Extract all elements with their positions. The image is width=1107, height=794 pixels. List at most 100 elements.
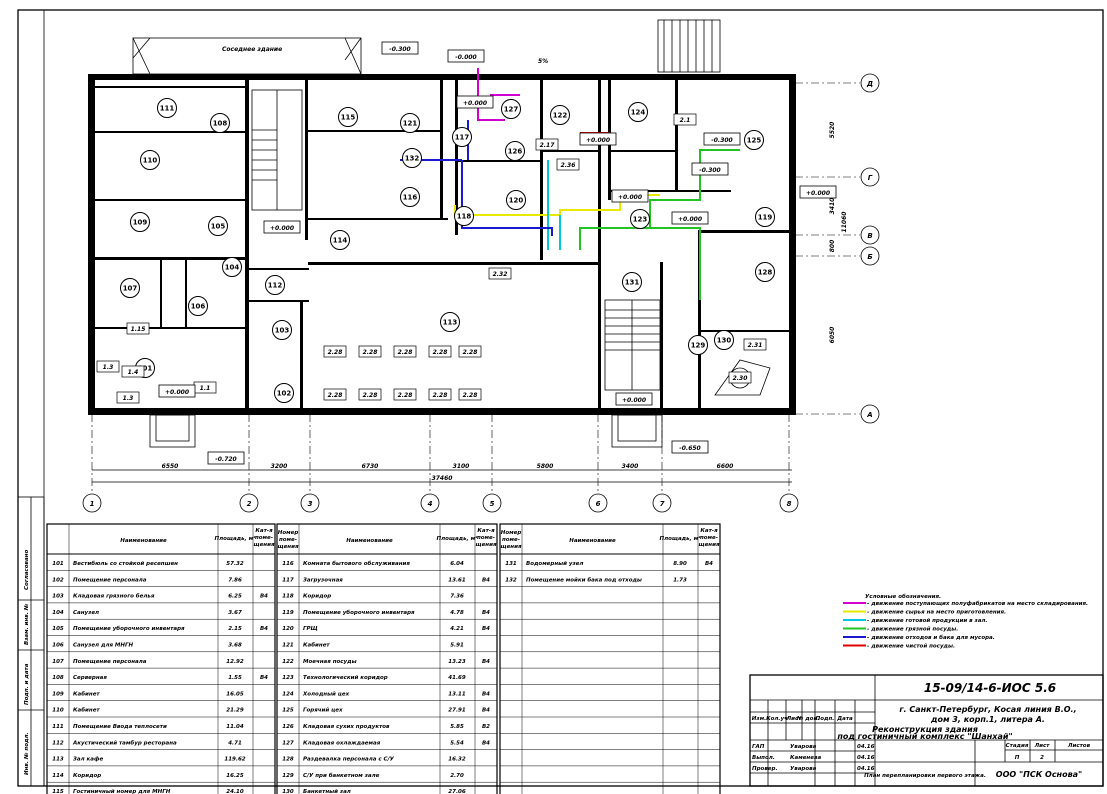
level-box: [579, 132, 617, 146]
stamp-sheet: 2: [1040, 755, 1044, 761]
legend-text: - движение грязной посуды.: [867, 627, 958, 633]
level-value: -0.720: [215, 456, 236, 463]
equipment-box: [535, 138, 559, 151]
axis-number: 5: [490, 500, 495, 508]
level-box: [799, 185, 837, 199]
stamp-col-header: № док.: [796, 715, 820, 722]
level-mark: +0.000: [263, 220, 301, 234]
flow-line: [477, 68, 520, 121]
room-number: 122: [553, 112, 568, 120]
level-mark: -0.720: [207, 451, 245, 465]
room-number: 115: [341, 114, 356, 122]
equipment-box: [358, 345, 382, 358]
stamp-project-1: Реконструкция здания: [872, 725, 978, 734]
equipment-label: 2.30: [733, 375, 748, 382]
table-header-cat: Кат-я: [700, 528, 718, 534]
axis-bubble: [860, 167, 880, 187]
room-number: 105: [211, 223, 226, 231]
equipment-tag: 2.28: [358, 345, 382, 358]
equipment-label: 2.28: [433, 349, 448, 356]
room-circle: [714, 330, 734, 350]
cell-name: Раздевалка персонала с С/У: [303, 757, 395, 763]
equipment-box: [121, 365, 145, 378]
equipment-label: 2.28: [328, 349, 343, 356]
room-number: 108: [213, 120, 228, 128]
equipment-box: [743, 338, 767, 351]
level-value: +0.000: [463, 100, 487, 107]
cell-area: 4.78: [450, 610, 464, 616]
room-number: 126: [508, 148, 523, 156]
cell-area: 2.70: [450, 773, 464, 779]
interior-walls: [95, 80, 789, 415]
equipment-label: 2.28: [398, 349, 413, 356]
stamp-col-header: Лист: [786, 716, 803, 722]
stamp-col-header: Изм.: [752, 716, 766, 722]
cell-name: Помещение персонала: [73, 659, 147, 665]
equipment-label: 1.3: [123, 395, 134, 402]
room-circle: [440, 312, 460, 332]
equipment-label: 2.1: [680, 117, 691, 124]
equipment-tag: 1.4: [121, 365, 145, 378]
room-marker-109: 109: [130, 212, 150, 232]
cell-area: 16.25: [226, 773, 244, 779]
cell-area: 24.10: [226, 789, 244, 794]
cell-num: 127: [282, 740, 294, 746]
equipment-box: [458, 345, 482, 358]
cell-num: 105: [52, 626, 64, 632]
room-number: 107: [123, 285, 138, 293]
cell-cat: В4: [482, 626, 490, 632]
room-marker-111: 111: [157, 98, 177, 118]
equipment-box: [358, 388, 382, 401]
axis-bubble: [82, 493, 102, 513]
room-number: 117: [455, 134, 470, 142]
level-value: -0.000: [455, 54, 476, 61]
cell-cat: В4: [482, 691, 490, 697]
cell-area: 16.32: [448, 757, 466, 763]
axis-bubble: [860, 246, 880, 266]
level-marks: -0.300-0.000+0.000+0.000+0.000+0.000+0.0…: [158, 41, 837, 465]
axis-number: 8: [787, 500, 792, 508]
dimension-value: 3100: [453, 463, 470, 470]
level-value: -0.300: [699, 167, 720, 174]
cell-area: 13.23: [448, 659, 466, 665]
cell-num: 132: [505, 577, 517, 583]
room-number: 118: [457, 213, 472, 221]
equipment-box: [428, 345, 452, 358]
equipment-tag: 2.28: [323, 388, 347, 401]
axis-bubble: [300, 493, 320, 513]
level-mark: -0.650: [671, 440, 709, 454]
room-circle: [222, 257, 242, 277]
table-header-area: Площадь, м²: [214, 535, 256, 542]
room-number: 119: [758, 214, 773, 222]
room-number: 123: [633, 216, 648, 224]
cell-area: 4.71: [228, 740, 242, 746]
dimension-total: 37460: [432, 475, 453, 482]
level-mark: -0.300: [691, 162, 729, 176]
room-number: 101: [138, 365, 153, 373]
cell-num: 121: [282, 643, 294, 649]
equipment-box: [393, 345, 417, 358]
axis-number: 4: [428, 500, 433, 508]
dimension-value: 5520: [829, 122, 836, 139]
legend-text: - движение поступающих полуфабрикатов на…: [867, 600, 1088, 607]
cell-area: 8.90: [673, 561, 687, 567]
side-label-replace-inv: Взам. инв. №: [23, 603, 30, 645]
cell-cat: В4: [705, 561, 713, 567]
room-marker-123: 123: [630, 209, 650, 229]
room-marker-132: 132: [402, 148, 422, 168]
table-frame: [46, 523, 276, 794]
level-value: +0.000: [618, 194, 642, 201]
level-box: [447, 49, 485, 63]
room-circle: [400, 113, 420, 133]
room-circle: [330, 230, 350, 250]
equipment-box: [96, 360, 120, 373]
cell-area: 1.55: [228, 675, 242, 681]
cell-name: Водомерный узел: [526, 561, 583, 567]
cell-area: 13.61: [448, 577, 466, 583]
